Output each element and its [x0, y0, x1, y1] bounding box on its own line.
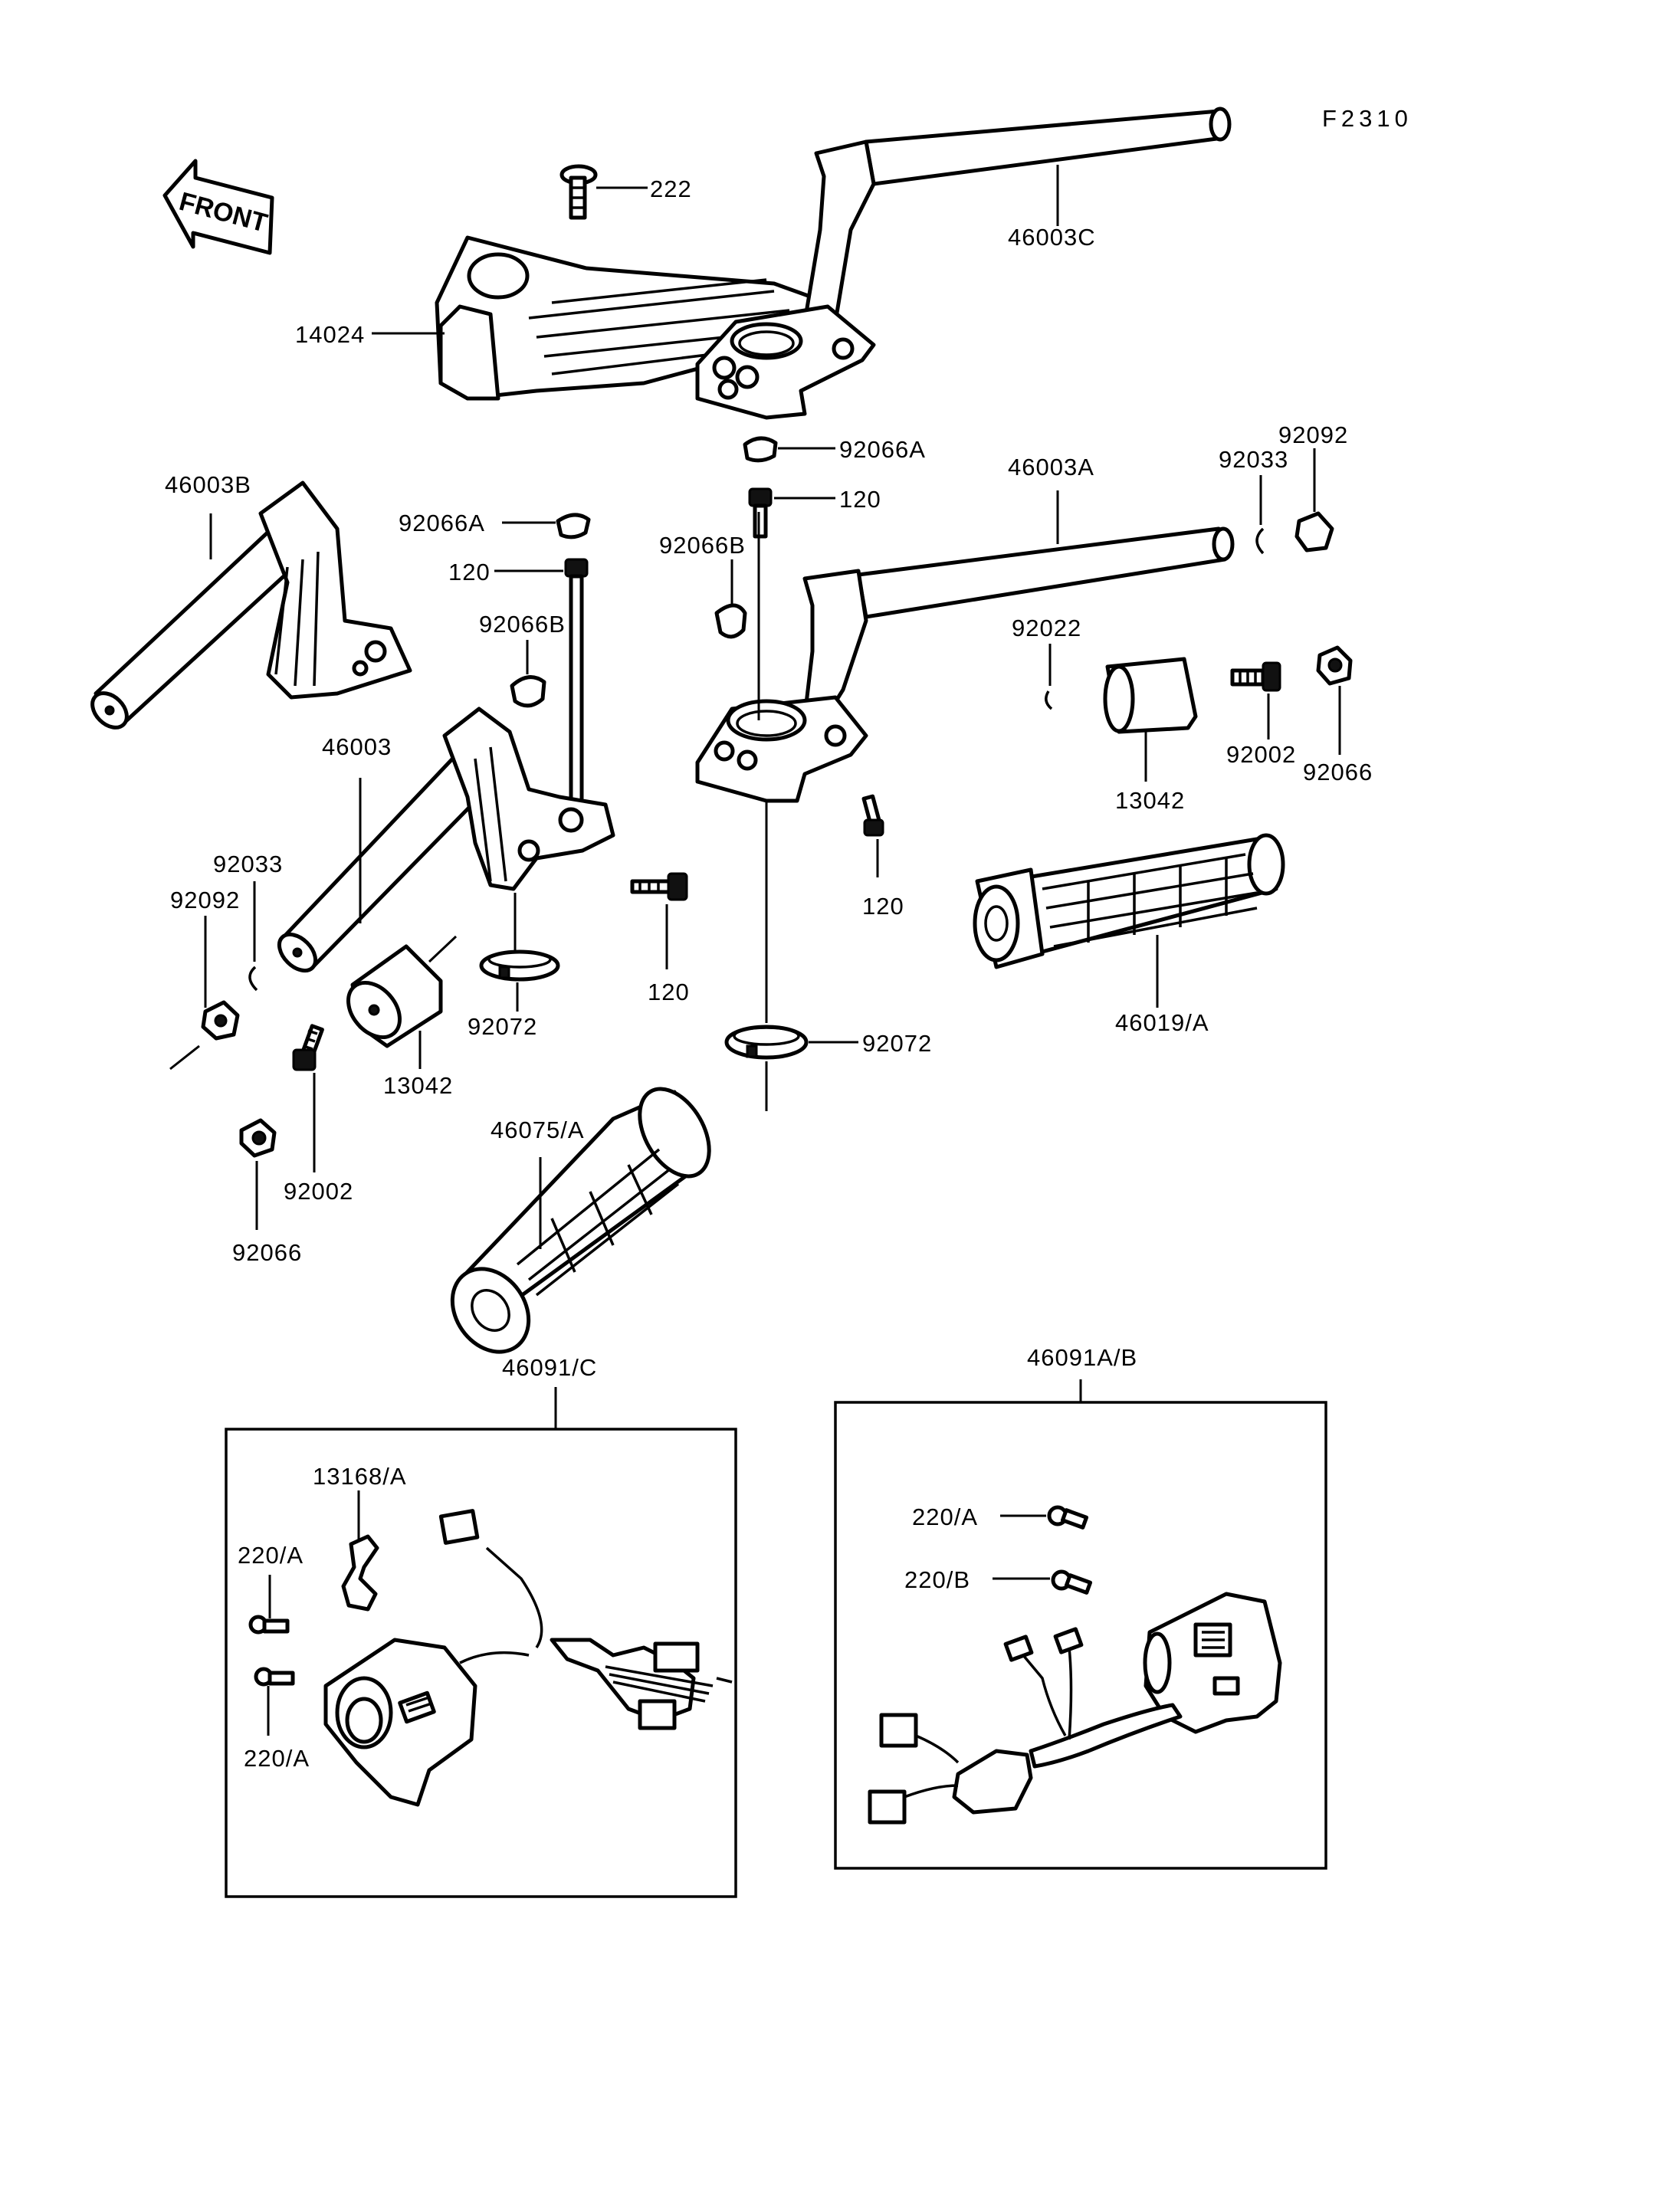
- label-120-right: 120: [862, 893, 904, 920]
- label-92002-right: 92002: [1226, 741, 1296, 768]
- nut-92092-left-icon: [201, 1000, 240, 1041]
- label-92066-right: 92066: [1303, 759, 1373, 785]
- label-13168a: 13168/A: [313, 1463, 407, 1490]
- screw-222-icon: [559, 164, 598, 220]
- label-220a-1: 220/A: [238, 1542, 304, 1569]
- label-46075a: 46075/A: [491, 1117, 585, 1143]
- label-92066a-left: 92066A: [399, 510, 485, 536]
- label-46091c: 46091/C: [502, 1354, 597, 1381]
- label-92002-left: 92002: [284, 1178, 353, 1205]
- label-92066-left: 92066: [232, 1239, 302, 1266]
- circlip-92033-left-icon: [248, 966, 258, 992]
- nut-92066-left-icon: [239, 1118, 277, 1158]
- plug-92066b-right-icon: [714, 603, 747, 639]
- screw-120-top-icon: [748, 487, 773, 539]
- label-92092-left: 92092: [170, 887, 240, 913]
- axis-line-weight: [428, 935, 458, 963]
- label-46019a: 46019/A: [1115, 1009, 1209, 1036]
- label-92066b-right: 92066B: [659, 532, 746, 559]
- label-220a-3: 220/A: [912, 1503, 978, 1530]
- label-92033-right: 92033: [1219, 446, 1288, 473]
- leader-92072-left: [514, 893, 519, 1012]
- screw-220b-icon: [1051, 1569, 1093, 1595]
- label-13042-left: 13042: [383, 1072, 453, 1099]
- front-arrow-icon: FRONT: [162, 159, 274, 255]
- weight-13042-right-icon: [1103, 657, 1198, 734]
- label-92072-right: 92072: [862, 1030, 932, 1057]
- handlebar-46003-icon: [277, 707, 615, 973]
- grip-46019a-icon: [973, 833, 1285, 969]
- weight-13042-left-icon: [346, 944, 443, 1048]
- grip-46075a-icon: [450, 1087, 711, 1354]
- switch-housing-left-icon: [323, 1509, 733, 1807]
- nut-92066-right-icon: [1316, 645, 1353, 686]
- label-222: 222: [650, 175, 692, 202]
- switch-assembly-46091c-box: [225, 1428, 737, 1898]
- label-46003b: 46003B: [165, 471, 251, 498]
- ring-92072-left-icon: [479, 949, 560, 982]
- plug-92066b-left-icon: [510, 675, 546, 708]
- screw-120-right-icon: [861, 794, 884, 837]
- label-46003c: 46003C: [1008, 224, 1096, 251]
- label-92066b-left: 92066B: [479, 611, 566, 638]
- label-120-left: 120: [448, 559, 491, 585]
- circlip-92033-right-icon: [1255, 527, 1265, 555]
- screw-120-left-icon: [564, 558, 589, 824]
- clip-92022-icon: [1045, 690, 1053, 710]
- cap-92066a-left-icon: [556, 513, 591, 539]
- label-120-mid: 120: [648, 979, 690, 1005]
- screw-220a-2-icon: [254, 1667, 295, 1687]
- handlebar-46003c-icon: [695, 107, 1232, 420]
- label-92022: 92022: [1012, 615, 1081, 641]
- clip-13168a-icon: [341, 1534, 379, 1612]
- nut-92092-right-icon: [1294, 511, 1334, 553]
- label-46003: 46003: [322, 733, 392, 760]
- label-46091ab: 46091A/B: [1027, 1344, 1137, 1371]
- screw-220a-1-icon: [248, 1615, 290, 1635]
- handlebar-46003a-icon: [695, 512, 1235, 803]
- label-46003a: 46003A: [1008, 454, 1094, 480]
- label-92066a-top: 92066A: [839, 436, 926, 463]
- axis-line-left: [169, 1044, 200, 1071]
- label-120-top: 120: [839, 486, 881, 513]
- label-92092-right: 92092: [1278, 421, 1348, 448]
- label-14024: 14024: [295, 321, 365, 348]
- label-92033-left: 92033: [213, 851, 283, 877]
- leader-92072-right: [765, 801, 858, 1111]
- cap-92066a-top-icon: [743, 436, 778, 463]
- ring-92072-right-icon: [724, 1025, 809, 1060]
- bolt-92002-right-icon: [1230, 661, 1281, 692]
- switch-housing-right-icon: [868, 1592, 1282, 1825]
- label-220b: 220/B: [904, 1566, 970, 1593]
- screw-220a-3-icon: [1047, 1505, 1089, 1530]
- bolt-92002-left-icon: [292, 1024, 324, 1071]
- figure-number: F2310: [1322, 105, 1413, 132]
- label-13042-right: 13042: [1115, 787, 1185, 814]
- label-220a-2: 220/A: [244, 1745, 310, 1772]
- handlebar-46003b-icon: [90, 480, 412, 730]
- label-92072-left: 92072: [468, 1013, 537, 1040]
- screw-120-mid-icon: [630, 872, 688, 901]
